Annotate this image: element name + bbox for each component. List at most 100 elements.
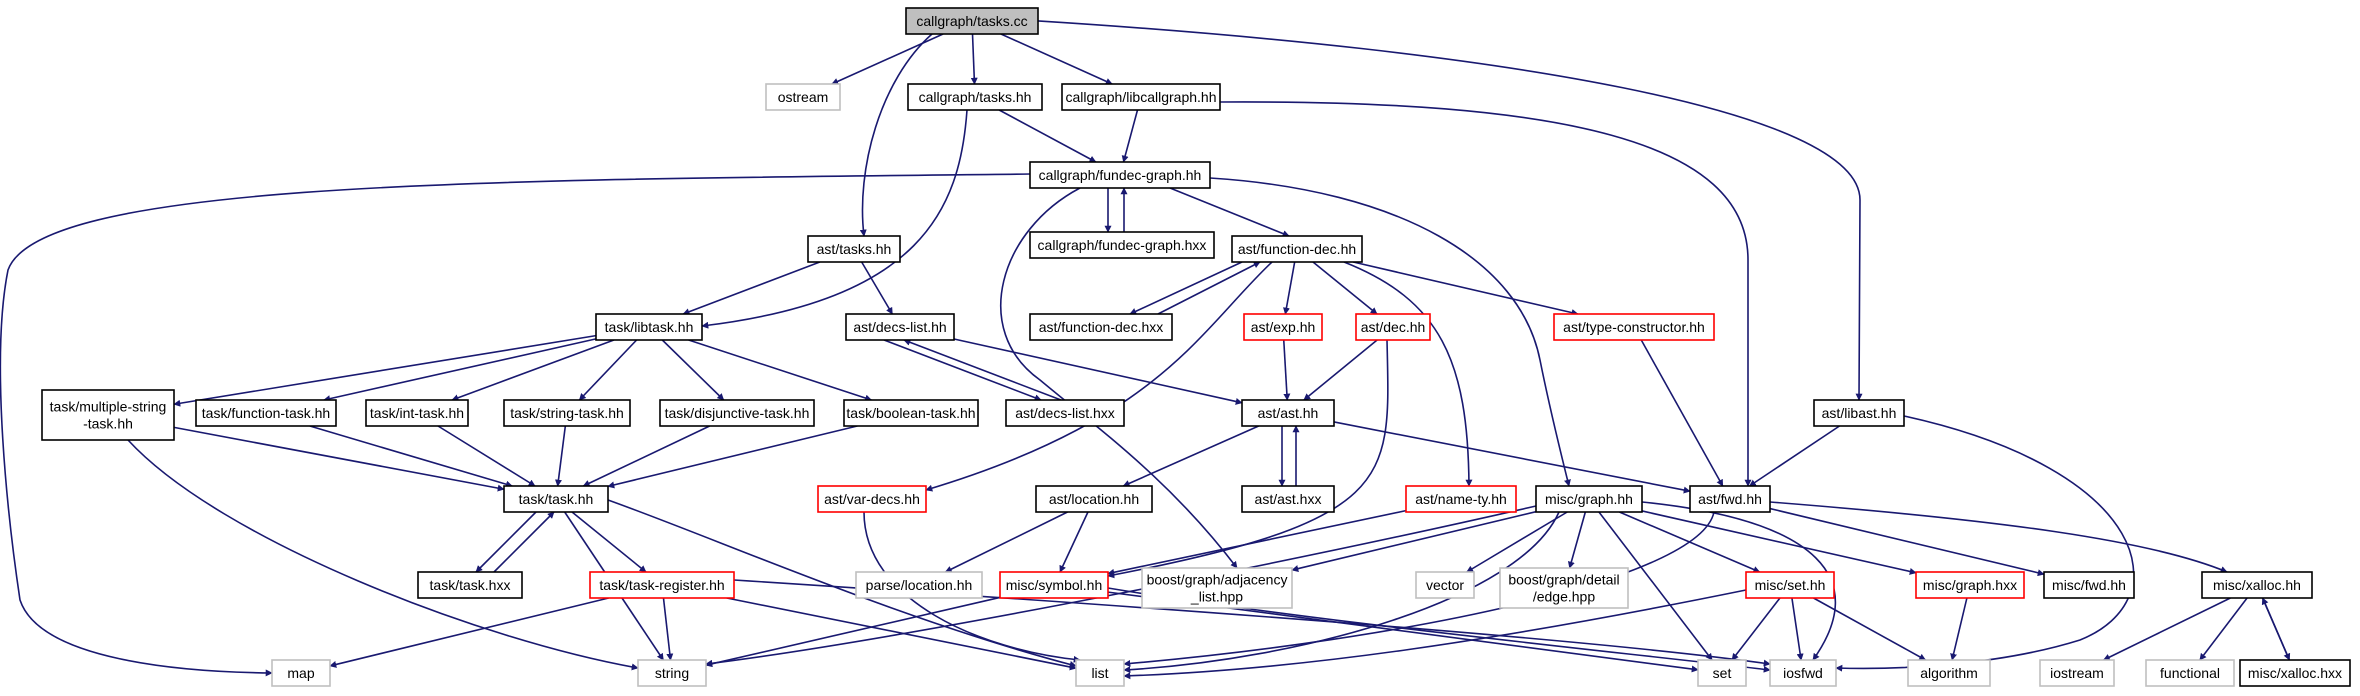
node-ast_type_constructor_hh[interactable]: ast/type-constructor.hh (1553, 313, 1715, 341)
node-ast_function_dec_hxx[interactable]: ast/function-dec.hxx (1029, 313, 1173, 341)
node-label: ast/ast.hh (1258, 405, 1319, 421)
edge-misc_symbol_hh-to-string (705, 596, 1001, 668)
node-vector[interactable]: vector (1415, 571, 1475, 599)
node-callgraph_tasks_hh[interactable]: callgraph/tasks.hh (907, 83, 1043, 111)
node-task_task_hh[interactable]: task/task.hh (503, 485, 609, 513)
node-misc_fwd_hh[interactable]: misc/fwd.hh (2043, 571, 2135, 599)
node-label: callgraph/libcallgraph.hh (1066, 89, 1217, 105)
node-callgraph_fundec_graph_hxx[interactable]: callgraph/fundec-graph.hxx (1029, 231, 1215, 259)
node-task_task_hxx[interactable]: task/task.hxx (417, 571, 523, 599)
node-label: misc/xalloc.hxx (2248, 665, 2342, 681)
edge-ast_function_dec_hh-to-ast_type_constructor_hh (1352, 261, 1579, 316)
node-box (1243, 313, 1323, 341)
node-task_multiple_string_task_hh[interactable]: task/multiple-string-task.hh (41, 389, 175, 441)
node-iostream[interactable]: iostream (2039, 659, 2115, 687)
node-misc_symbol_hh[interactable]: misc/symbol.hh (999, 571, 1109, 599)
node-boost_adjacency_list_hpp[interactable]: boost/graph/adjacency_list.hpp (1141, 567, 1293, 609)
node-ast_ast_hh[interactable]: ast/ast.hh (1241, 399, 1335, 427)
node-box (817, 485, 927, 513)
edge-task_libtask_hh-to-task_multiple_string_task_hh (173, 334, 597, 407)
node-ast_dec_hh[interactable]: ast/dec.hh (1355, 313, 1431, 341)
node-label: boost/graph/detail (1508, 572, 1619, 588)
edge-task_task_hh-to-task_task_hxx (475, 511, 537, 573)
node-ast_decs_list_hxx[interactable]: ast/decs-list.hxx (1005, 399, 1125, 427)
edge-ast_decs_list_hh-to-ast_decs_list_hxx (883, 339, 1042, 402)
node-label: -task.hh (83, 416, 133, 432)
node-box (1689, 485, 1771, 513)
node-box (1075, 659, 1125, 687)
node-algorithm[interactable]: algorithm (1907, 659, 1991, 687)
edge-ast_location_hh-to-parse_location_hh (944, 511, 1068, 573)
node-box (1035, 485, 1153, 513)
node-task_task_register_hh[interactable]: task/task-register.hh (589, 571, 735, 599)
node-label: string (655, 665, 689, 681)
node-ast_decs_list_hh[interactable]: ast/decs-list.hh (845, 313, 955, 341)
edge-callgraph_fundec_graph_hh-to-boost_adjacency_list_hpp (1000, 187, 1238, 569)
edge-ast_function_dec_hh-to-ast_var_decs_hh (925, 261, 1273, 492)
node-box (855, 571, 983, 599)
edge-ast_fwd_hh-to-misc_xalloc_hh (1769, 501, 2228, 573)
node-box (1745, 571, 1835, 599)
node-boost_edge_hpp[interactable]: boost/graph/detail/edge.hpp (1499, 567, 1629, 609)
node-parse_location_hh[interactable]: parse/location.hh (855, 571, 983, 599)
edge-callgraph_fundec_graph_hh-to-map (0, 173, 1031, 677)
nodes-layer: callgraph/tasks.cc ostream callgraph/tasks… (41, 7, 2351, 687)
node-ast_var_decs_hh[interactable]: ast/var-decs.hh (817, 485, 927, 513)
edge-misc_graph_hh-to-boost_adjacency_list_hpp (1291, 510, 1537, 572)
node-label: ostream (778, 89, 829, 105)
node-list[interactable]: list (1075, 659, 1125, 687)
node-map[interactable]: map (271, 659, 331, 687)
node-ostream[interactable]: ostream (765, 83, 841, 111)
node-label: task/task.hxx (430, 577, 511, 593)
node-label: ast/libast.hh (1822, 405, 1897, 421)
node-box (1029, 231, 1215, 259)
node-box (2043, 571, 2135, 599)
node-misc_set_hh[interactable]: misc/set.hh (1745, 571, 1835, 599)
node-set[interactable]: set (1697, 659, 1747, 687)
node-label: task/libtask.hh (605, 319, 694, 335)
node-label: callgraph/tasks.hh (919, 89, 1032, 105)
node-task_libtask_hh[interactable]: task/libtask.hh (595, 313, 703, 341)
node-ast_ast_hxx[interactable]: ast/ast.hxx (1241, 485, 1335, 513)
node-box (417, 571, 523, 599)
node-ast_libast_hh[interactable]: ast/libast.hh (1813, 399, 1905, 427)
node-callgraph_libcallgraph_hh[interactable]: callgraph/libcallgraph.hh (1061, 83, 1221, 111)
edge-task_int_task_hh-to-task_task_hh (437, 425, 536, 487)
node-string[interactable]: string (637, 659, 707, 687)
edge-misc_graph_hh-to-list (1123, 511, 1560, 674)
edge-ast_type_constructor_hh-to-ast_fwd_hh (1640, 339, 1724, 487)
node-callgraph_fundec_graph_hh[interactable]: callgraph/fundec-graph.hh (1029, 161, 1211, 189)
node-misc_xalloc_hh[interactable]: misc/xalloc.hh (2201, 571, 2313, 599)
node-label: misc/fwd.hh (2052, 577, 2126, 593)
node-ast_fwd_hh[interactable]: ast/fwd.hh (1689, 485, 1771, 513)
edge-misc_graph_hh-to-vector (1466, 511, 1568, 573)
node-functional[interactable]: functional (2145, 659, 2235, 687)
node-box (1231, 235, 1363, 263)
node-task_boolean_task_hh[interactable]: task/boolean-task.hh (843, 399, 979, 427)
node-box (905, 7, 1039, 35)
node-ast_function_dec_hh[interactable]: ast/function-dec.hh (1231, 235, 1363, 263)
node-ast_location_hh[interactable]: ast/location.hh (1035, 485, 1153, 513)
node-iosfwd[interactable]: iosfwd (1769, 659, 1837, 687)
node-task_int_task_hh[interactable]: task/int-task.hh (365, 399, 469, 427)
node-ast_name_ty_hh[interactable]: ast/name-ty.hh (1405, 485, 1517, 513)
node-misc_graph_hxx[interactable]: misc/graph.hxx (1915, 571, 2025, 599)
node-label: iostream (2050, 665, 2104, 681)
node-box (503, 399, 631, 427)
node-task_disjunctive_task_hh[interactable]: task/disjunctive-task.hh (659, 399, 815, 427)
node-label: ast/name-ty.hh (1415, 491, 1507, 507)
node-ast_tasks_hh[interactable]: ast/tasks.hh (807, 235, 901, 263)
node-task_string_task_hh[interactable]: task/string-task.hh (503, 399, 631, 427)
node-label: ast/function-dec.hxx (1039, 319, 1164, 335)
node-misc_xalloc_hxx[interactable]: misc/xalloc.hxx (2239, 659, 2351, 687)
node-box (1813, 399, 1905, 427)
node-callgraph_tasks_cc[interactable]: callgraph/tasks.cc (905, 7, 1039, 35)
edge-ast_ast_hh-to-ast_fwd_hh (1333, 421, 1691, 494)
node-ast_exp_hh[interactable]: ast/exp.hh (1243, 313, 1323, 341)
node-box (907, 83, 1043, 111)
edge-ast_function_dec_hh-to-ast_dec_hh (1312, 261, 1378, 315)
edge-callgraph_tasks_cc-to-ast_tasks_hh (859, 33, 933, 237)
node-misc_graph_hh[interactable]: misc/graph.hh (1535, 485, 1643, 513)
node-task_function_task_hh[interactable]: task/function-task.hh (195, 399, 337, 427)
edge-task_libtask_hh-to-task_boolean_task_hh (688, 339, 873, 402)
